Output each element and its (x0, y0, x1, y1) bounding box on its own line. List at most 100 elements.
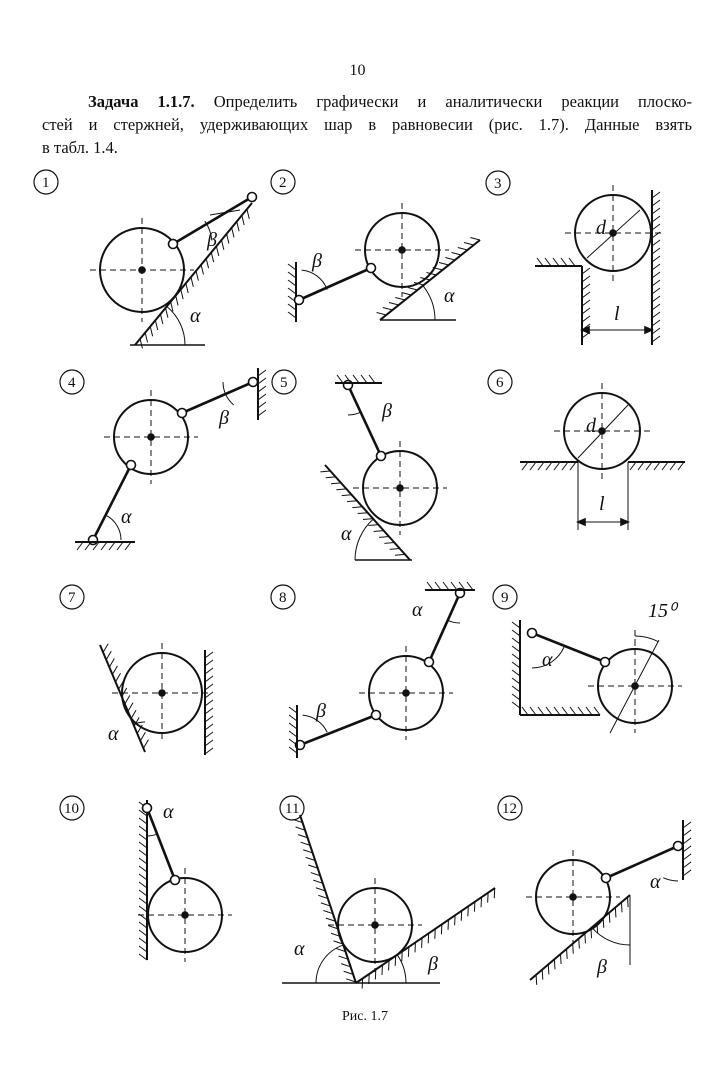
task-line-1: Задача 1.1.7. Определить графически и ан… (42, 90, 692, 113)
center-dot (609, 229, 617, 237)
hatch-mark (204, 707, 214, 715)
hatch-mark (407, 287, 418, 291)
hatch-mark (511, 693, 521, 701)
hinge (342, 379, 354, 391)
angle-label: β (206, 229, 217, 251)
arrow-head (644, 325, 655, 335)
hatch-mark (139, 338, 143, 349)
hatch-mark (124, 695, 131, 705)
hatch-mark (204, 691, 214, 699)
hatch-mark (138, 833, 148, 841)
hatch-mark (287, 311, 297, 319)
center-dot (398, 246, 406, 254)
hatch-mark (138, 825, 148, 833)
hatch-mark (368, 374, 376, 384)
hatch-mark (343, 970, 354, 975)
hatch-mark (303, 849, 313, 854)
hatch-mark (138, 953, 148, 961)
hinge (246, 191, 258, 203)
hatch-mark (336, 488, 347, 491)
hatch-mark (651, 263, 661, 271)
angle-arc (662, 877, 679, 882)
hinge (600, 872, 612, 884)
figure-number: 9 (501, 590, 509, 606)
center-dot (402, 689, 410, 697)
hatch-mark (651, 191, 661, 199)
hatch-mark (121, 687, 128, 697)
hatch-mark (295, 826, 306, 831)
hatch-mark (682, 821, 692, 829)
hatch-mark (111, 665, 118, 675)
hatch-mark (561, 461, 569, 471)
hatch-mark (458, 581, 466, 591)
hatch-mark (175, 295, 179, 306)
hatch-mark (581, 315, 591, 323)
figure-number-circle (33, 169, 59, 195)
hatch-mark (561, 706, 569, 716)
hatch-mark (287, 271, 297, 279)
figure-number: 7 (68, 590, 76, 606)
hatch-mark (581, 307, 591, 315)
hatch-mark (682, 853, 692, 861)
hatch-mark (651, 215, 661, 223)
hatch-mark (395, 297, 406, 301)
hatch-mark (341, 494, 352, 497)
hatch-mark (204, 659, 214, 667)
hatch-mark (614, 907, 617, 918)
hatch-mark (559, 954, 562, 965)
hatch-mark (241, 215, 245, 226)
hatch-mark (338, 955, 349, 960)
hatch-mark (442, 581, 450, 591)
diameter-line (586, 209, 641, 259)
hatch-mark (149, 326, 154, 337)
hatch-mark (581, 283, 591, 291)
hatch-mark (352, 374, 360, 384)
hatch-mark (92, 541, 100, 551)
hatch-mark (581, 267, 591, 275)
hatch-mark (581, 275, 591, 283)
hatch-mark (118, 680, 125, 690)
hatch-mark (651, 223, 661, 231)
angle-label: β (596, 956, 607, 978)
hatch-mark (577, 706, 585, 716)
hatch-mark (536, 257, 544, 267)
hatch-mark (651, 207, 661, 215)
hatch-mark (231, 227, 235, 238)
angle-arc (447, 619, 461, 624)
hatch-mark (651, 295, 661, 303)
hatch-mark (363, 518, 374, 521)
hatch-mark (138, 849, 148, 857)
hatch-mark (325, 917, 336, 922)
hatch-mark (138, 881, 148, 889)
hatch-mark (395, 553, 406, 556)
hatch-mark (560, 257, 568, 267)
hatch-mark (382, 307, 393, 311)
hatch-mark (645, 461, 653, 471)
figure-number-circle (59, 369, 85, 395)
hatch-mark (426, 272, 437, 276)
dimension-label: d (586, 415, 597, 437)
hatch-mark (138, 905, 148, 913)
hatch-mark (127, 702, 134, 712)
hatch-mark (108, 541, 116, 551)
task-text-1: Определить графически и аналитически реа… (213, 92, 693, 111)
figure-number: 2 (279, 175, 287, 191)
rod (172, 195, 253, 246)
dimension-label: d (596, 217, 607, 239)
hatch-mark (545, 461, 553, 471)
hatch-mark (236, 221, 240, 232)
hatch-mark (165, 307, 169, 318)
figure-number: 11 (285, 801, 299, 817)
hatch-mark (170, 301, 174, 312)
hatch-mark (325, 476, 336, 479)
angle-arc (397, 954, 407, 984)
angle-arc (222, 381, 235, 406)
hatch-mark (320, 470, 331, 473)
angle-label: α (412, 599, 423, 621)
task-title: Задача 1.1.7. (88, 92, 195, 111)
angle-arc (634, 635, 659, 643)
hatch-mark (629, 461, 637, 471)
hatch-mark (84, 541, 92, 551)
hatch-mark (288, 706, 298, 714)
hatch-mark (432, 267, 443, 271)
